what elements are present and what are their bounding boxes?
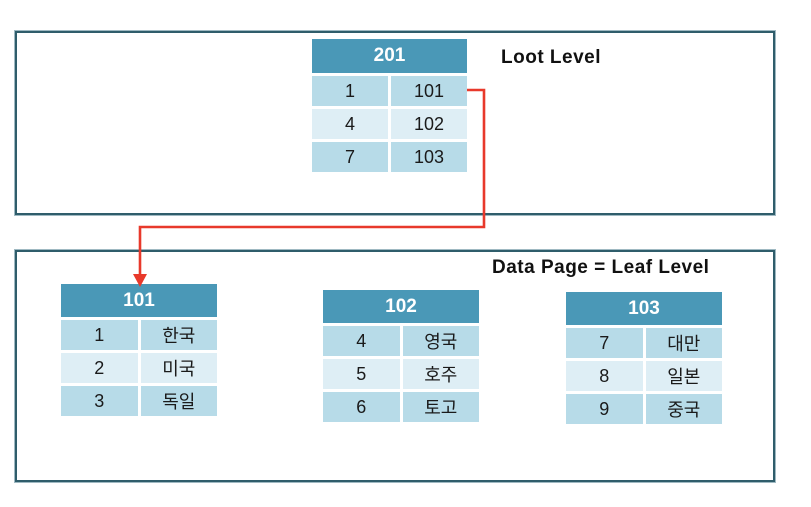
table-cell: 3 [61, 386, 138, 416]
table-cell: 101 [391, 76, 467, 106]
table-cell: 7 [312, 142, 388, 172]
table-cell: 102 [391, 109, 467, 139]
table-cell: 영국 [402, 326, 479, 356]
table-cell: 4 [323, 326, 400, 356]
table-cell: 8 [566, 361, 643, 391]
table-title: 102 [323, 290, 479, 323]
table-cell: 103 [391, 142, 467, 172]
table-cell: 일본 [645, 361, 722, 391]
table-cell: 호주 [402, 359, 479, 389]
table-cell: 4 [312, 109, 388, 139]
root-level-label: Loot Level [501, 47, 602, 68]
table-cell: 5 [323, 359, 400, 389]
table-title: 103 [566, 292, 722, 325]
table-cell: 토고 [402, 392, 479, 422]
table-cell: 1 [61, 320, 138, 350]
table-cell: 2 [61, 353, 138, 383]
table-cell: 미국 [140, 353, 217, 383]
table-cell: 대만 [645, 328, 722, 358]
table-cell: 9 [566, 394, 643, 424]
table-title: 201 [312, 39, 467, 73]
table-cell: 6 [323, 392, 400, 422]
table-title: 101 [61, 284, 217, 317]
table-cell: 7 [566, 328, 643, 358]
table-cell: 독일 [140, 386, 217, 416]
leaf-level-label: Data Page = Leaf Level [492, 257, 710, 278]
table-cell: 한국 [140, 320, 217, 350]
table-cell: 중국 [645, 394, 722, 424]
table-cell: 1 [312, 76, 388, 106]
